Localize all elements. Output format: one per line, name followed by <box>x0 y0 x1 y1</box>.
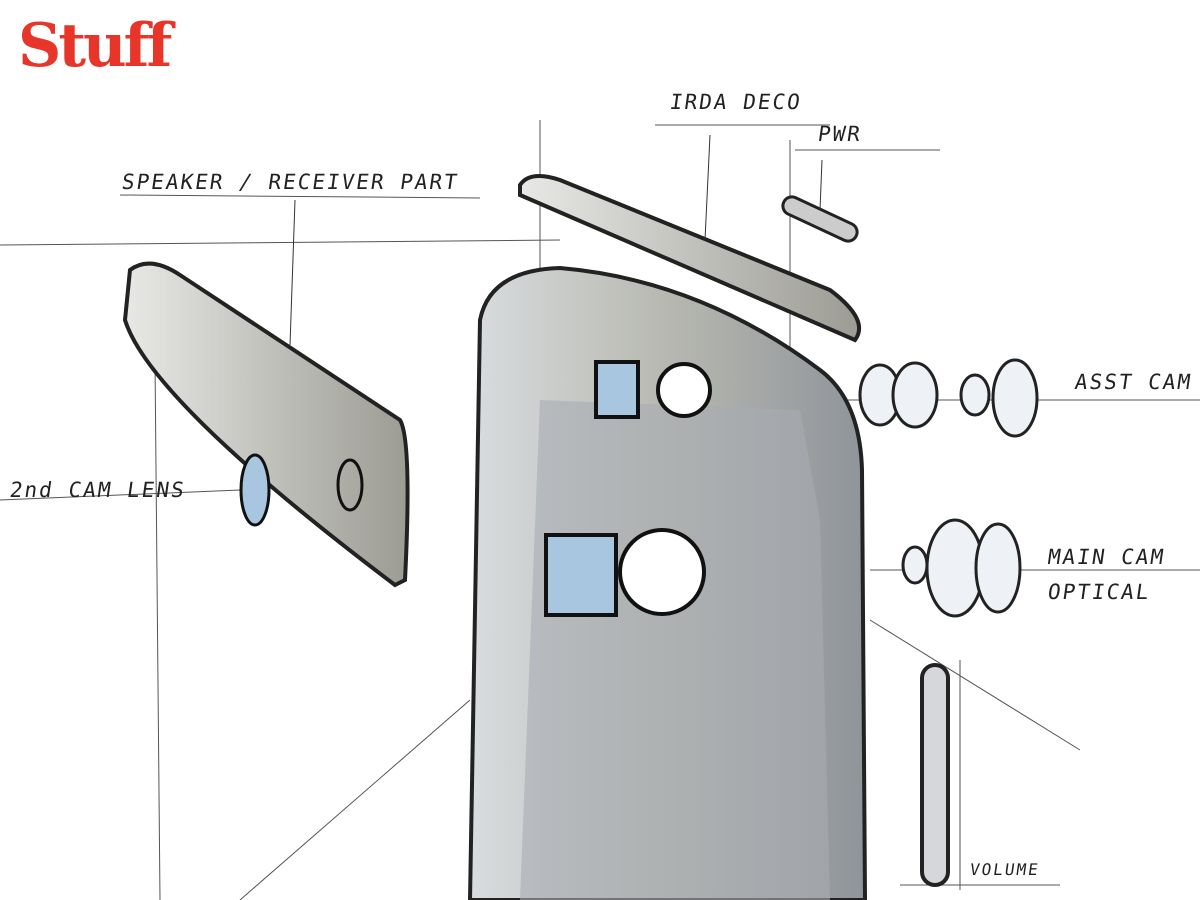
lens-stack-main <box>901 518 1022 618</box>
label-pwr: PWR <box>816 122 864 146</box>
camera-modules <box>544 360 712 617</box>
speaker-part <box>122 199 410 588</box>
label-irda-deco: IRDA DECO <box>668 90 804 114</box>
label-2nd-cam-lens: 2nd CAM LENS <box>8 478 188 502</box>
label-optical: OPTICAL <box>1046 580 1153 604</box>
label-asst-cam: ASST CAM <box>1073 370 1194 394</box>
label-main-cam: MAIN CAM <box>1046 545 1167 569</box>
irda-deco-part <box>518 134 861 343</box>
volume-key <box>920 663 950 887</box>
stuff-logo: Stuff <box>18 11 172 81</box>
lens-stack-asst <box>858 358 1039 438</box>
label-speaker-receiver: SPEAKER / RECEIVER PART <box>120 170 461 194</box>
label-volume: VOLUME <box>968 860 1042 879</box>
